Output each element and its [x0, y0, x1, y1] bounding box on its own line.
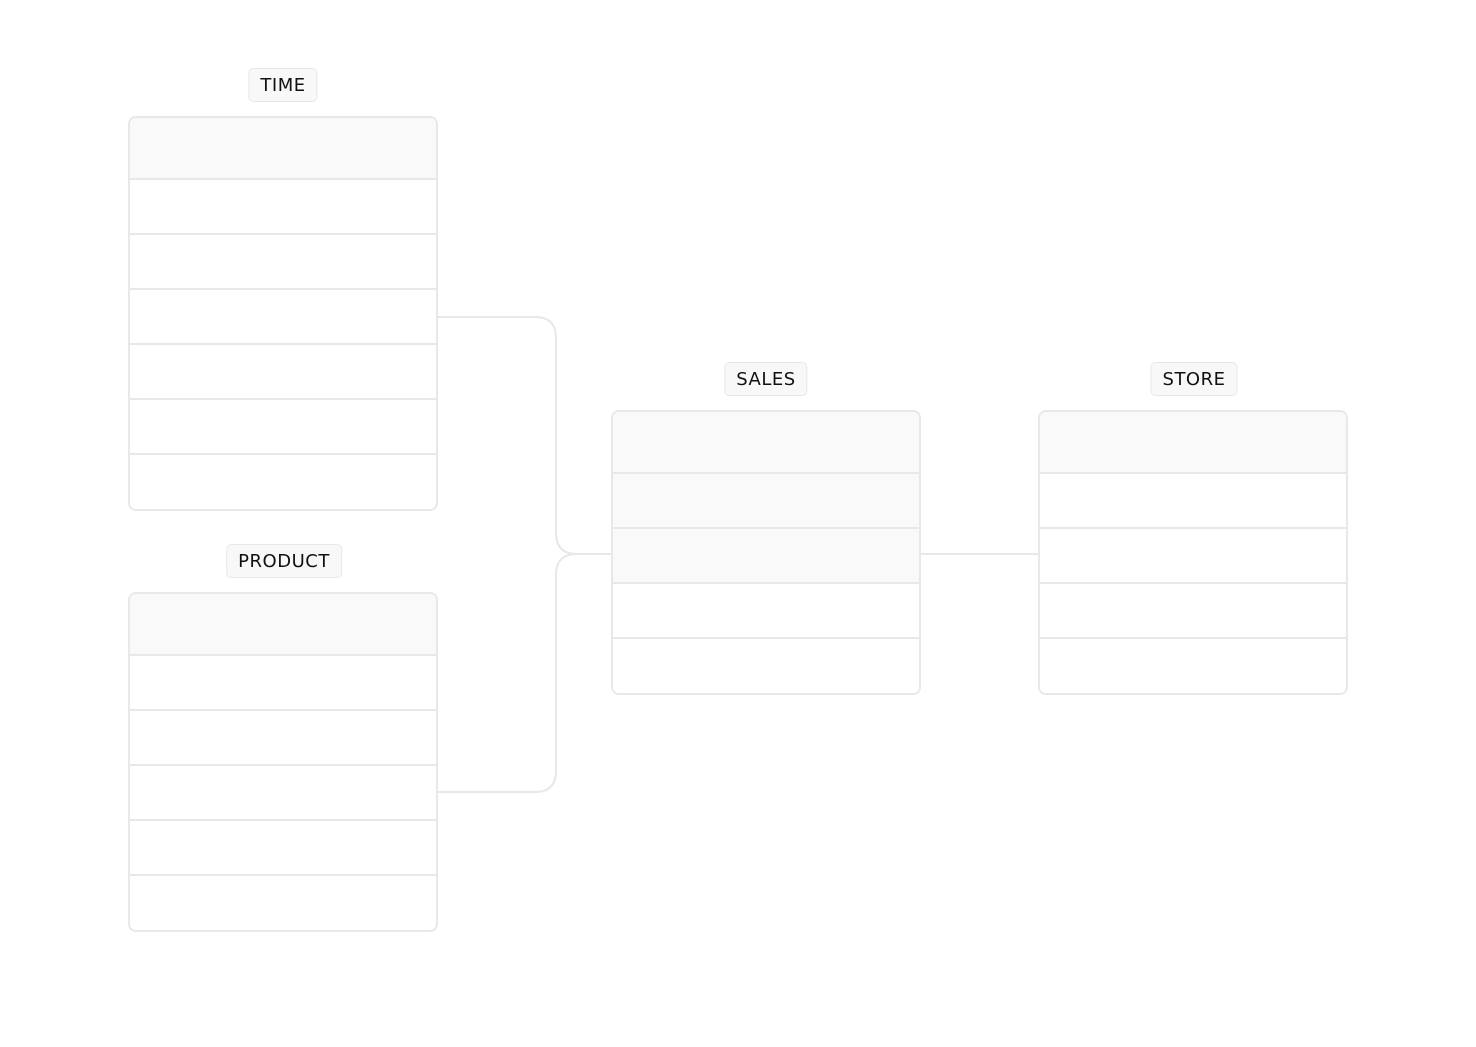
time-table-row — [130, 343, 436, 398]
sales-table-label: SALES — [724, 362, 808, 396]
sales-table-key-row — [613, 472, 919, 527]
sales-table-header — [613, 412, 919, 472]
time-table-label: TIME — [248, 68, 318, 102]
store-table-label: STORE — [1150, 362, 1238, 396]
store-table-row — [1040, 472, 1346, 527]
sales-table-row — [613, 637, 919, 693]
connector-time-sales — [438, 316, 611, 555]
time-table-row — [130, 233, 436, 288]
store-table[interactable] — [1038, 410, 1348, 695]
time-table-row — [130, 398, 436, 453]
store-table-row — [1040, 527, 1346, 582]
time-table-header — [130, 118, 436, 178]
product-table-row — [130, 764, 436, 819]
product-table-label: PRODUCT — [226, 544, 342, 578]
product-table-row — [130, 819, 436, 874]
time-table-row — [130, 288, 436, 343]
store-table-header — [1040, 412, 1346, 472]
product-table-row — [130, 709, 436, 764]
time-table-row — [130, 453, 436, 509]
product-table-header — [130, 594, 436, 654]
time-table[interactable] — [128, 116, 438, 511]
product-table[interactable] — [128, 592, 438, 932]
connector-product-sales — [438, 553, 611, 793]
sales-table-key-row — [613, 527, 919, 582]
sales-table[interactable] — [611, 410, 921, 695]
time-table-row — [130, 178, 436, 233]
sales-table-row — [613, 582, 919, 637]
store-table-row — [1040, 637, 1346, 693]
product-table-row — [130, 654, 436, 709]
product-table-row — [130, 874, 436, 930]
store-table-row — [1040, 582, 1346, 637]
